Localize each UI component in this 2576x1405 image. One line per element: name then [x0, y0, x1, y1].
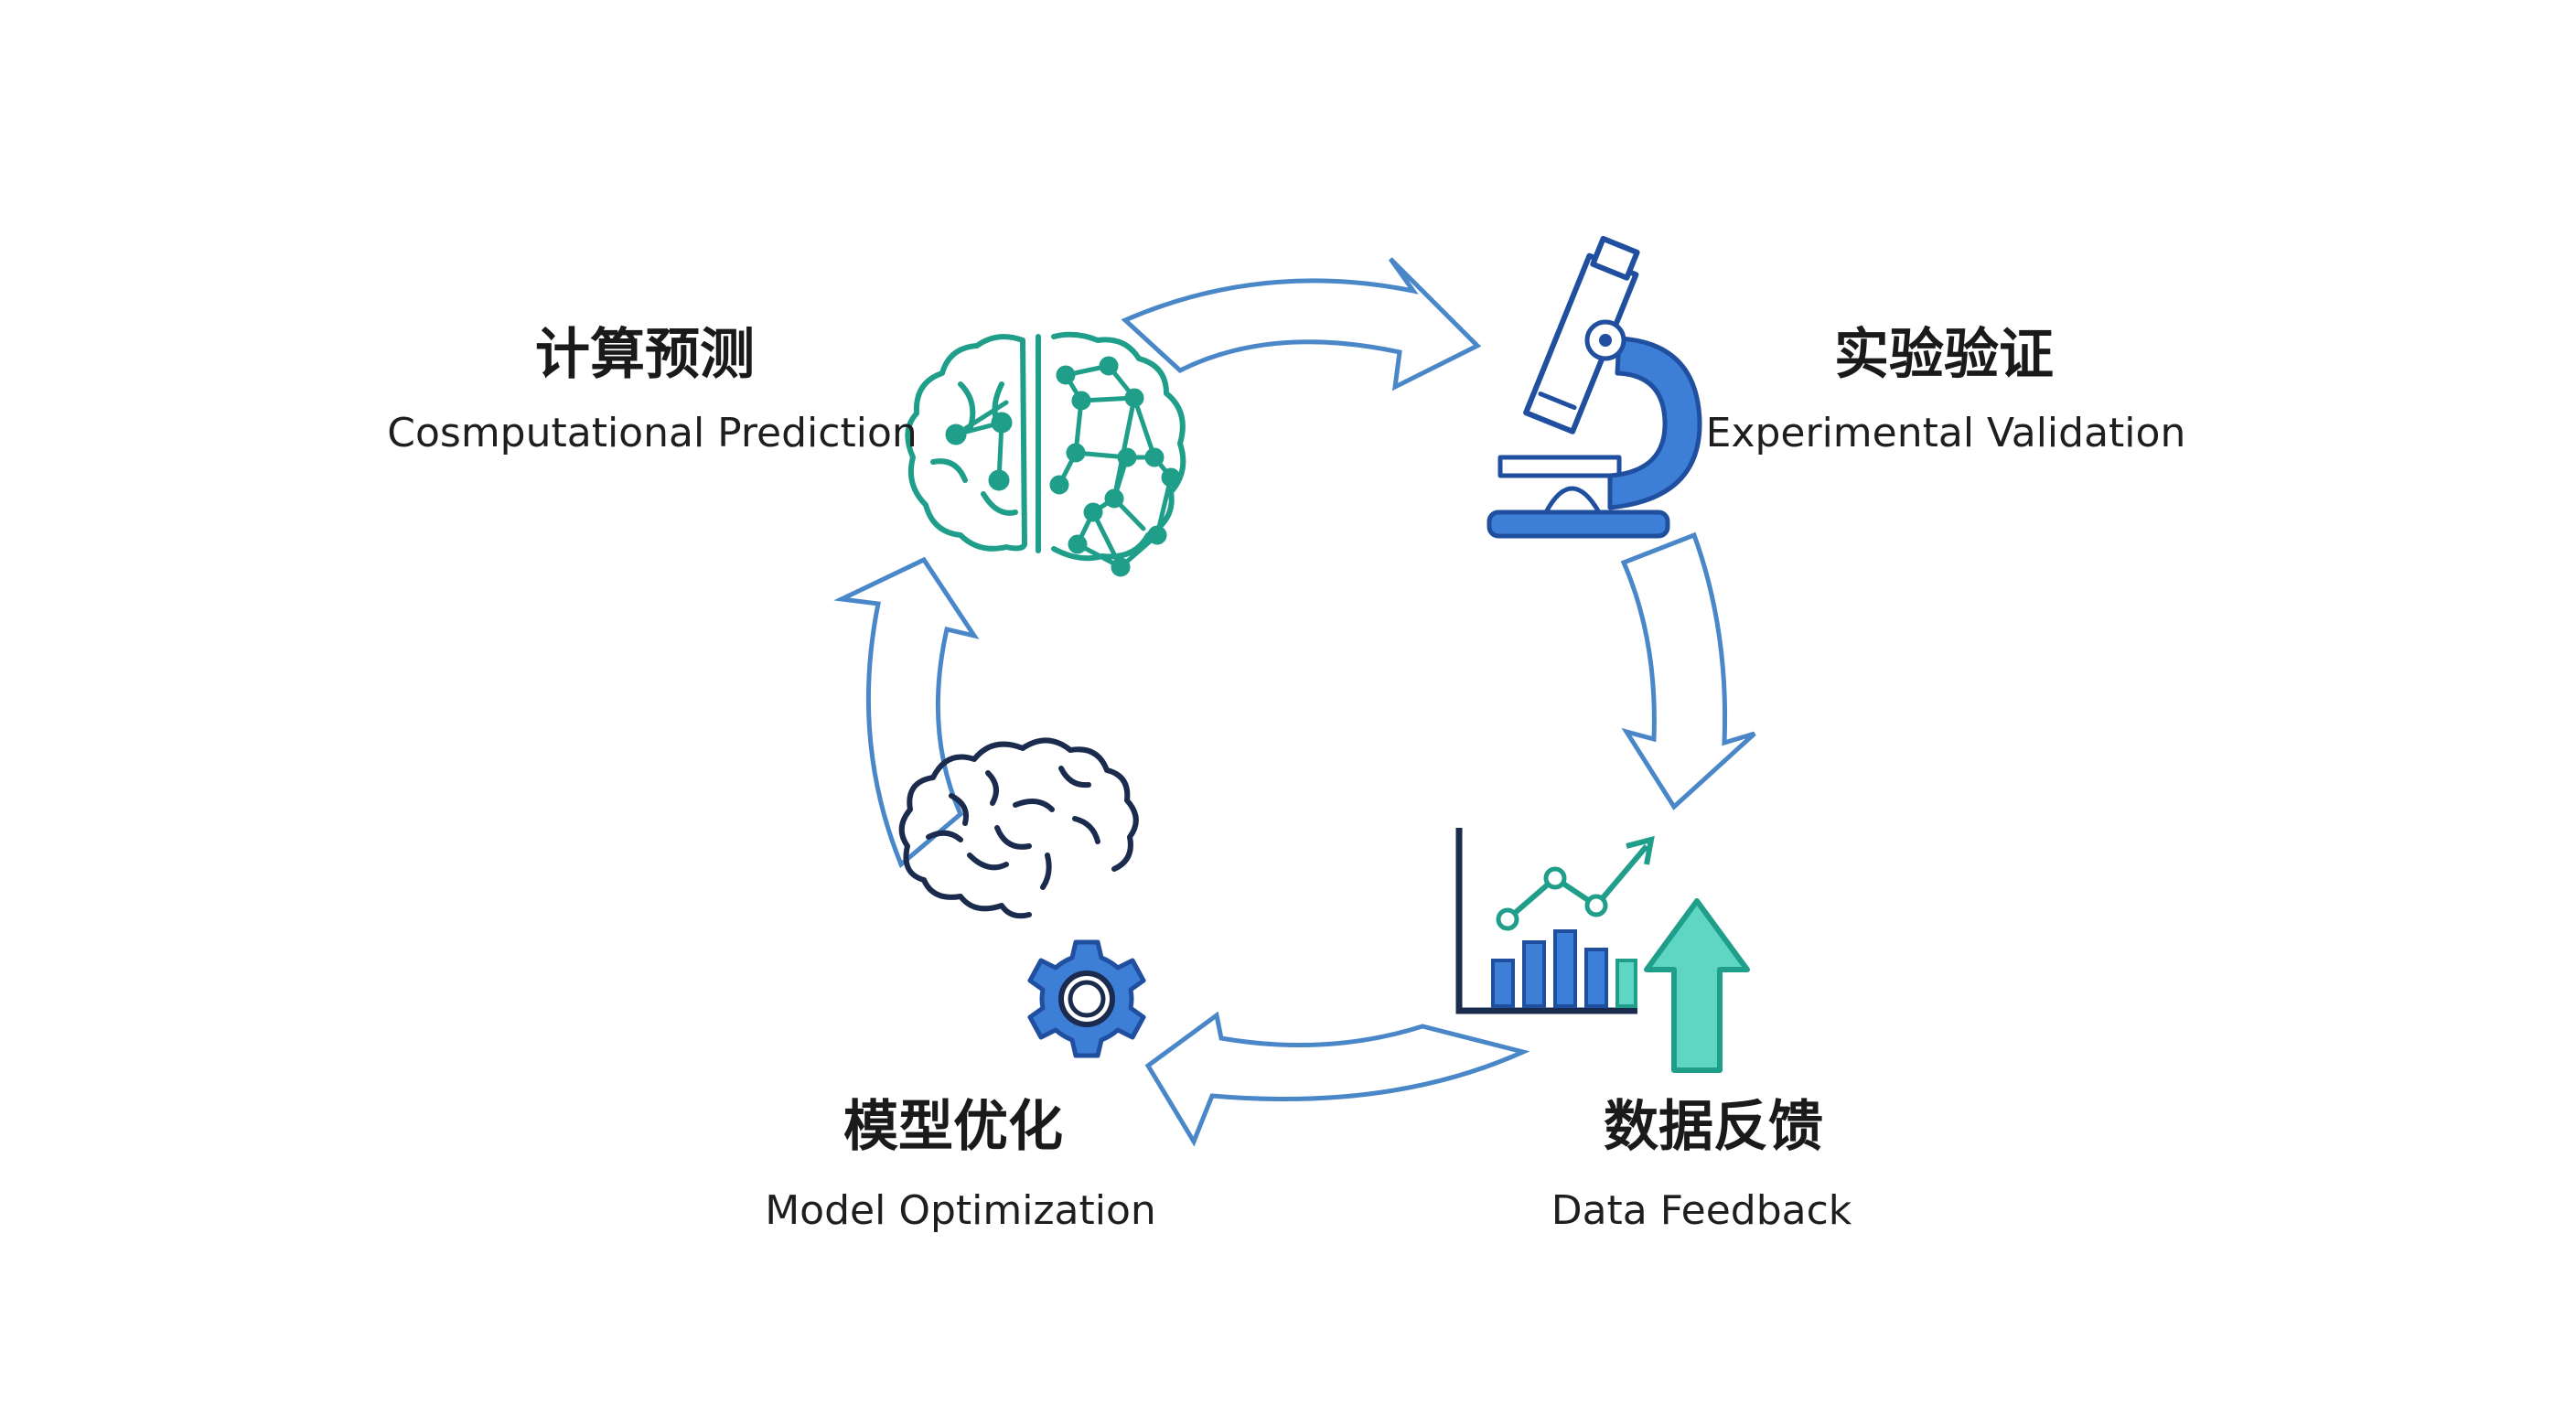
validation-title-cn: 实验验证 — [1834, 323, 2054, 387]
stage-feedback: 数据反馈 Data Feedback — [1551, 1095, 1852, 1234]
stage-optimization: 模型优化 Model Optimization — [765, 1095, 1156, 1234]
arrow-feedback-to-optimization — [1144, 1011, 1530, 1147]
validation-title-en: Experimental Validation — [1706, 410, 2186, 456]
optimization-title-cn: 模型优化 — [843, 1095, 1063, 1159]
arrow-validation-to-feedback — [1620, 531, 1756, 810]
neural-brain-icon — [905, 331, 1186, 577]
feedback-title-en: Data Feedback — [1551, 1187, 1852, 1234]
chart-growth-icon — [1455, 828, 1750, 1073]
stage-validation: 实验验证 Experimental Validation — [1706, 323, 2186, 456]
feedback-title-cn: 数据反馈 — [1604, 1095, 1823, 1159]
arrow-optimization-to-prediction — [833, 556, 980, 869]
stage-prediction: 计算预测 Cosmputational Prediction — [387, 323, 918, 456]
brain-gear-icon — [898, 737, 1146, 1058]
microscope-icon — [1487, 235, 1702, 539]
prediction-title-en: Cosmputational Prediction — [387, 410, 918, 456]
prediction-title-cn: 计算预测 — [535, 323, 755, 387]
optimization-title-en: Model Optimization — [765, 1187, 1156, 1234]
arrow-prediction-to-validation — [1121, 257, 1482, 391]
